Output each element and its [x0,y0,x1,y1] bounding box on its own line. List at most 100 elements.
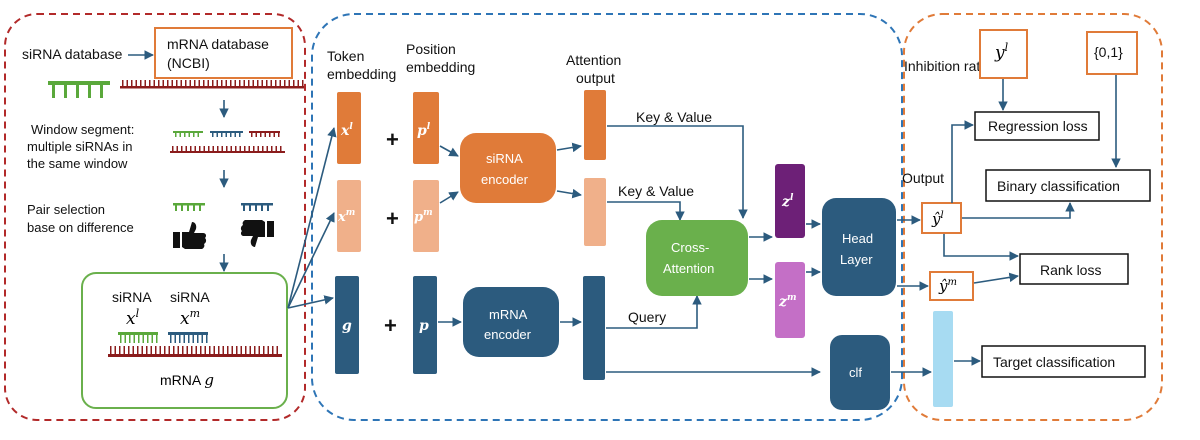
arrow-pair-to-xl [287,127,337,309]
yhat-l-text: ŷl [931,210,944,228]
arrow-sirna-enc-to-out-m [556,188,582,199]
position-embedding-pl [413,92,439,164]
yhat-m-box [929,271,974,301]
mrna-encoder-label: mRNA [489,307,528,322]
cross-attention-label: Cross- [671,240,709,255]
key-value-label-1: Key & Value [636,109,712,125]
plus-1: + [386,127,399,152]
token-embedding-g [335,276,359,374]
output-label: Output [902,170,944,186]
mrna-database-box [154,27,293,79]
window-segment-label-2: multiple siRNAs in [27,139,132,154]
plus-3: + [384,313,397,338]
var-xl: xl [126,307,140,329]
binary-classification-box [985,169,1151,202]
sirna-strand-icon [48,81,110,98]
head-layer-label-2: Layer [840,252,873,267]
position-embedding-pm [413,180,439,252]
mrna-database-label: mRNA database [167,36,269,52]
sirna-label-xm: siRNA [170,289,210,305]
mrna-encoder-label-2: encoder [484,327,532,342]
arrow-pl-to-sirna-encoder [439,145,459,157]
sirna-label-xl: siRNA [112,289,152,305]
rank-loss-label: Rank loss [1040,262,1101,278]
position-embedding-label: Position [406,41,456,57]
arrow-pair-to-xm [287,212,335,309]
token-embedding-label-2: embedding [327,66,396,82]
token-xl-text: xl [340,122,353,139]
head-layer-block [822,198,896,296]
arrow-out-l-to-cross [607,125,748,219]
y-l-text: yl [994,41,1009,63]
token-embedding-xm [337,180,361,252]
mrna-strand-icon [120,80,304,89]
z-l-text: zl [781,193,794,210]
pair-strand-icon [108,332,282,357]
mrna-database-source: (NCBI) [167,55,210,71]
data-panel [4,13,306,421]
token-embedding-label: Token [327,48,364,64]
sirna-encoder-label: siRNA [486,151,523,166]
mrna-encoder-block [463,287,559,357]
token-embedding-xl [337,92,361,164]
cross-attention-block [646,220,748,296]
attention-output-g [583,276,605,380]
attention-output-l [584,90,606,160]
clf-label: clf [849,365,862,380]
yhat-l-box [921,202,962,234]
window-segment-label: Window segment: [31,122,134,137]
pair-selection-label-2: base on difference [27,220,134,235]
arrow-yhatl-to-regression [951,120,974,203]
arrow-yhatl-to-rank [943,234,1019,261]
head-layer-label: Head [842,231,873,246]
sirna-encoder-label-2: encoder [481,172,529,187]
binary-classification-label: Binary classification [997,178,1120,194]
plus-2: + [386,206,399,231]
z-l-block [775,164,805,238]
sirna-database-label: siRNA database [22,46,123,62]
attention-output-label-2: output [576,70,615,86]
rank-loss-box [1019,253,1129,285]
target-output-bar [933,311,953,407]
arrow-yhatl-to-binary [962,202,1075,219]
token-g-text: g [342,318,352,334]
yhat-m-text: ŷm [938,277,957,295]
token-xm-text: xm [337,208,355,225]
loss-panel [903,13,1163,421]
position-embedding-p [413,276,437,374]
target-classification-box [981,345,1146,378]
arrow-pair-to-g [287,295,334,309]
sirna-encoder-block [460,133,556,203]
attention-output-label: Attention [566,52,621,68]
pos-pm-text: pm [414,208,433,225]
cross-attention-label-2: Attention [663,261,714,276]
y-l-box [979,29,1028,79]
mrna-g-label: mRNA g [160,371,214,389]
arrow-out-g-to-cross [606,295,702,329]
pair-sirna-green [173,203,205,211]
arrow-out-m-to-cross [607,201,685,221]
position-embedding-label-2: embedding [406,59,475,75]
arrow-pm-to-sirna-encoder [439,191,459,204]
regression-loss-label: Regression loss [988,118,1088,134]
binary-label-text: {0,1} [1094,44,1123,60]
target-classification-label: Target classification [993,354,1115,370]
pos-p-text: p [419,318,429,334]
pair-sirna-blue [241,203,273,211]
pair-selection-label: Pair selection [27,202,105,217]
query-label: Query [628,309,666,325]
inhibition-rate-label: Inhibition rate [904,58,988,74]
binary-label-box [1086,31,1138,75]
thumbs-up-icon [173,222,207,249]
key-value-label-2: Key & Value [618,183,694,199]
attention-output-m [584,178,606,246]
clf-block [830,335,890,410]
arrow-yhatm-to-rank [973,272,1019,284]
var-xm: xm [180,307,200,329]
regression-loss-box [974,111,1100,141]
arrow-sirna-enc-to-out-l [556,142,582,153]
z-m-block [775,262,805,338]
thumbs-down-icon [240,220,274,247]
